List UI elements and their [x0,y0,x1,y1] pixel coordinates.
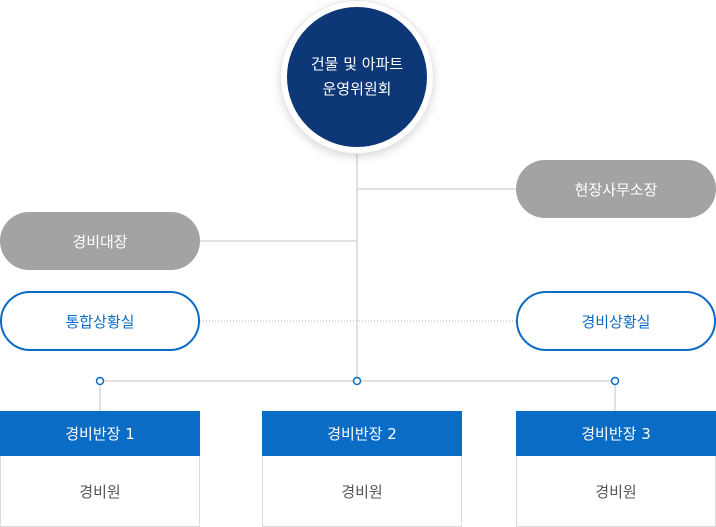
node-integrated-control-room-label: 통합상황실 [65,312,135,331]
node-security-control-room-label: 경비상황실 [581,312,651,331]
unit-2-title: 경비반장 2 [262,411,462,456]
root-node-committee: 건물 및 아파트 운영위원회 [281,1,433,153]
junction-dot-right [610,376,620,386]
root-node-line-1: 건물 및 아파트 [310,55,404,73]
node-site-office-chief-label: 현장사무소장 [574,180,658,199]
unit-1: 경비반장 1 경비원 [0,411,200,527]
junction-dot-center [352,376,362,386]
node-site-office-chief: 현장사무소장 [516,160,716,218]
unit-3: 경비반장 3 경비원 [516,411,716,527]
unit-1-title: 경비반장 1 [0,411,200,456]
junction-dot-left [95,376,105,386]
unit-2: 경비반장 2 경비원 [262,411,462,527]
node-integrated-control-room: 통합상황실 [0,291,200,351]
unit-1-member: 경비원 [0,456,200,527]
node-security-chief-label: 경비대장 [72,232,128,251]
unit-3-member: 경비원 [516,456,716,527]
root-node-line-2: 운영위원회 [322,80,392,98]
unit-3-title: 경비반장 3 [516,411,716,456]
node-security-chief: 경비대장 [0,212,200,270]
unit-2-member: 경비원 [262,456,462,527]
node-security-control-room: 경비상황실 [516,291,716,351]
